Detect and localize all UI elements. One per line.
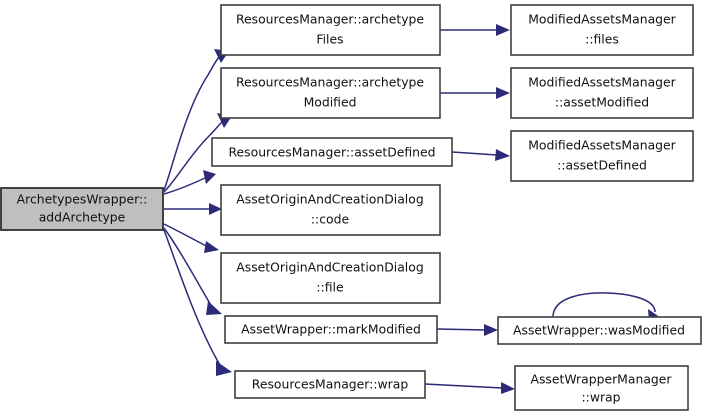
node-layer: ArchetypesWrapper:: addArchetype Resourc… [0, 4, 702, 411]
node-label-line2: ::file [316, 280, 343, 295]
node-label-line1: AssetOriginAndCreationDialog [236, 192, 423, 207]
node-label-line1: ModifiedAssetsManager [528, 138, 676, 153]
node-label-line2: ::wrap [581, 390, 620, 405]
node-modified-assets-manager-asset-defined[interactable]: ModifiedAssetsManager ::assetDefined [510, 130, 694, 182]
node-asset-wrapper-manager-wrap[interactable]: AssetWrapperManager ::wrap [514, 365, 689, 411]
edge-add-archetype-to-resources-wrap [163, 229, 232, 376]
node-label-line1: AssetWrapperManager [530, 372, 672, 387]
node-label-line1: ModifiedAssetsManager [528, 75, 676, 90]
node-asset-wrapper-was-modified[interactable]: AssetWrapper::wasModified [497, 316, 702, 345]
edge-add-archetype-to-mark-modified [163, 227, 222, 315]
node-label-line2: ::code [311, 212, 349, 227]
node-label-line2: Files [316, 32, 343, 47]
edge-archetype-modified-to-mam-asset-modified [440, 87, 510, 99]
node-label-line1: ResourcesManager::archetype [236, 12, 424, 27]
node-asset-origin-and-creation-dialog-file[interactable]: AssetOriginAndCreationDialog ::file [220, 252, 441, 304]
edge-asset-defined-to-mam-asset-defined [451, 149, 510, 161]
node-asset-wrapper-mark-modified[interactable]: AssetWrapper::markModified [224, 315, 438, 344]
node-resources-manager-wrap[interactable]: ResourcesManager::wrap [234, 370, 426, 399]
edge-mark-modified-to-was-modified [436, 324, 498, 336]
node-modified-assets-manager-files[interactable]: ModifiedAssetsManager ::files [510, 4, 694, 56]
edge-add-archetype-to-dialog-code [164, 203, 222, 215]
edge-archetype-files-to-mam-files [440, 24, 510, 36]
node-modified-assets-manager-asset-modified[interactable]: ModifiedAssetsManager ::assetModified [510, 67, 694, 119]
node-label-line2: addArchetype [39, 210, 126, 225]
node-label-line1: AssetWrapper::wasModified [513, 323, 685, 338]
node-label-line1: ResourcesManager::archetype [236, 75, 424, 90]
node-resources-manager-archetype-files[interactable]: ResourcesManager::archetype Files [220, 4, 441, 56]
node-label-line1: ModifiedAssetsManager [528, 12, 676, 27]
node-archetypes-wrapper-add-archetype[interactable]: ArchetypesWrapper:: addArchetype [0, 187, 164, 231]
node-label-line1: AssetOriginAndCreationDialog [236, 260, 423, 275]
node-label-line2: Modified [304, 95, 357, 110]
edge-resources-wrap-to-manager-wrap [424, 382, 515, 394]
node-label-line1: ResourcesManager::assetDefined [228, 145, 435, 160]
node-label-line1: AssetWrapper::markModified [241, 322, 421, 337]
edge-add-archetype-to-dialog-file [163, 223, 219, 253]
node-resources-manager-asset-defined[interactable]: ResourcesManager::assetDefined [211, 137, 453, 167]
edge-layer [163, 24, 661, 394]
node-label-line2: ::assetDefined [557, 158, 647, 173]
node-label-line2: ::files [585, 32, 619, 47]
node-asset-origin-and-creation-dialog-code[interactable]: AssetOriginAndCreationDialog ::code [220, 184, 441, 236]
node-label-line1: ArchetypesWrapper:: [17, 192, 148, 207]
node-resources-manager-archetype-modified[interactable]: ResourcesManager::archetype Modified [220, 67, 441, 119]
node-label-line1: ResourcesManager::wrap [252, 377, 409, 392]
edge-add-archetype-to-archetype-files [163, 49, 229, 191]
edge-add-archetype-to-asset-defined [163, 170, 216, 195]
node-label-line2: ::assetModified [555, 95, 649, 110]
